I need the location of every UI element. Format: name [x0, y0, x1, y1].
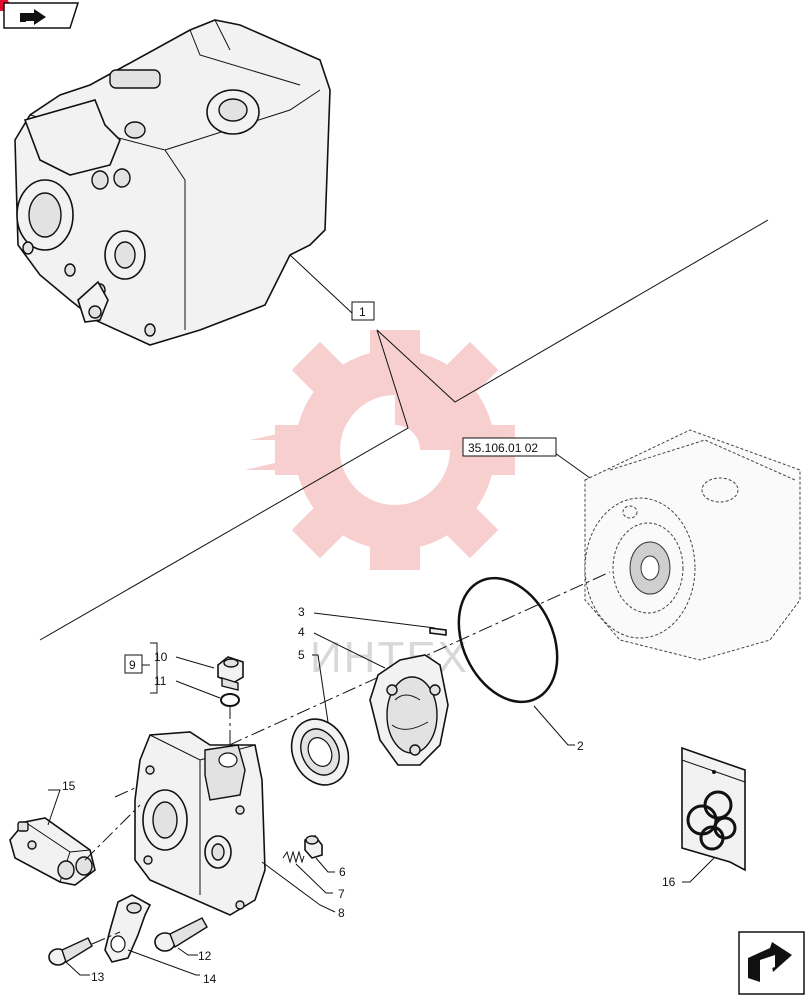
pin [429, 627, 447, 636]
spring [282, 850, 305, 864]
callout-16[interactable]: 16 [662, 875, 676, 889]
callout-6[interactable]: 6 [339, 865, 346, 879]
callout-10[interactable]: 10 [154, 650, 168, 664]
callout-15[interactable]: 15 [62, 779, 76, 793]
callout-14[interactable]: 14 [203, 972, 217, 986]
pump-body [14, 19, 331, 346]
back-arrow-icon[interactable] [0, 0, 80, 29]
next-page-arrow-icon[interactable] [738, 931, 805, 995]
cover-housing [134, 731, 266, 916]
callout-4[interactable]: 4 [298, 625, 305, 639]
callout-12[interactable]: 12 [198, 949, 212, 963]
valve-block [9, 817, 96, 886]
callout-8[interactable]: 8 [338, 906, 345, 920]
callout-9[interactable]: 9 [124, 654, 143, 674]
bearing [290, 718, 350, 786]
svg-text:1: 1 [359, 305, 366, 319]
callout-7[interactable]: 7 [338, 887, 345, 901]
reference-motor [584, 429, 801, 661]
seal-ring [220, 693, 240, 707]
plug [217, 656, 244, 691]
screw-12 [154, 917, 208, 952]
callout-1[interactable]: 1 [351, 301, 375, 321]
small-plug [304, 835, 323, 859]
screw-13 [48, 937, 93, 966]
reference-code-box[interactable]: 35.106.01 02 [462, 437, 557, 457]
callout-3[interactable]: 3 [298, 605, 305, 619]
callout-13[interactable]: 13 [91, 970, 105, 984]
seal-kit [681, 746, 746, 872]
svg-text:9: 9 [129, 658, 136, 672]
svg-text:35.106.01 02: 35.106.01 02 [468, 441, 538, 455]
o-ring [457, 576, 559, 704]
lifting-eye [104, 894, 152, 963]
callout-2[interactable]: 2 [577, 739, 584, 753]
valve-plate [369, 654, 449, 766]
callout-11[interactable]: 11 [154, 674, 167, 688]
callout-5[interactable]: 5 [298, 648, 305, 662]
